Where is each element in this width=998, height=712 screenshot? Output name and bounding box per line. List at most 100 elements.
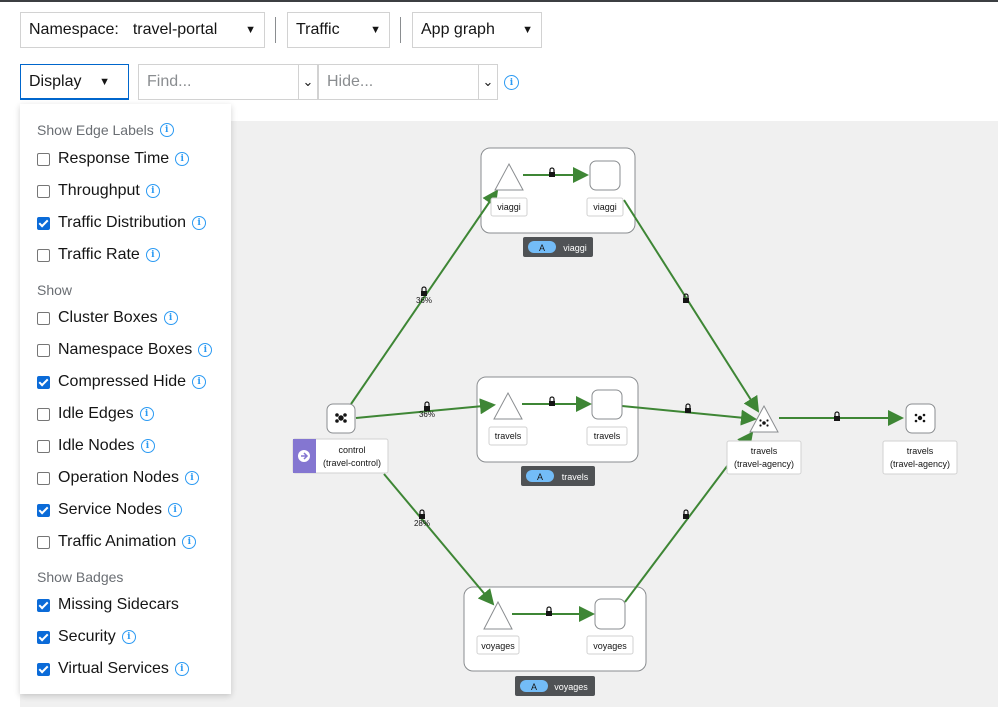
- option-idle-edges[interactable]: Idle Edges i: [37, 405, 154, 423]
- find-placeholder: Find...: [147, 73, 192, 90]
- option-service-nodes[interactable]: Service Nodes i: [37, 501, 183, 519]
- checkbox-checked[interactable]: [37, 630, 50, 644]
- checkbox[interactable]: [37, 184, 50, 198]
- edge-control-voyages: [383, 473, 495, 606]
- travels-node-namespace: (travel-agency): [734, 459, 794, 469]
- checkbox[interactable]: [37, 343, 50, 357]
- edge-viaggi-travels-svc: [623, 199, 760, 413]
- info-icon[interactable]: i: [192, 216, 207, 230]
- info-icon[interactable]: i: [192, 375, 207, 389]
- option-security[interactable]: Security i: [37, 628, 136, 646]
- app-badge: [526, 470, 554, 482]
- info-icon[interactable]: i: [168, 503, 183, 517]
- service-node-viaggi: [589, 160, 621, 191]
- lock-icon: [684, 403, 692, 414]
- info-icon[interactable]: i: [182, 535, 197, 549]
- info-icon[interactable]: i: [175, 152, 190, 166]
- checkbox-checked[interactable]: [37, 503, 50, 517]
- display-dropdown[interactable]: Display ▼: [20, 64, 129, 100]
- edge-label-voyages: 28%: [414, 519, 430, 528]
- caret-down-icon: ▼: [370, 24, 381, 36]
- workload-node-viaggi: [494, 162, 524, 191]
- info-icon[interactable]: i: [145, 248, 160, 262]
- graph-type-dropdown[interactable]: App graph ▼: [412, 12, 542, 48]
- find-chevron-down-icon[interactable]: ⌄: [298, 64, 318, 100]
- service-label-viaggi: viaggi: [593, 202, 617, 212]
- info-icon[interactable]: i: [121, 630, 136, 644]
- app-badge-letter: A: [531, 682, 537, 692]
- service-entry-icon: [914, 413, 926, 423]
- app-name-voyages: voyages: [554, 682, 588, 692]
- edge-control-viaggi: [350, 189, 499, 405]
- control-node-name: control: [338, 445, 365, 455]
- checkbox-checked[interactable]: [37, 598, 50, 612]
- checkbox-checked[interactable]: [37, 216, 50, 230]
- traffic-dropdown[interactable]: Traffic ▼: [287, 12, 390, 48]
- checkbox[interactable]: [37, 248, 50, 262]
- travels-node-name: travels: [751, 446, 778, 456]
- checkbox[interactable]: [37, 311, 50, 325]
- checkbox-checked[interactable]: [37, 662, 50, 676]
- app-name-viaggi: viaggi: [563, 243, 587, 253]
- checkbox[interactable]: [37, 152, 50, 166]
- checkbox-checked[interactable]: [37, 375, 50, 389]
- app-badge: [520, 680, 548, 692]
- lock-icon: [682, 509, 690, 520]
- option-compressed-hide[interactable]: Compressed Hide i: [37, 373, 207, 391]
- info-icon[interactable]: i: [504, 75, 519, 90]
- namespace-label: Namespace:: [29, 21, 119, 38]
- option-traffic-rate[interactable]: Traffic Rate i: [37, 246, 160, 264]
- option-traffic-distribution[interactable]: Traffic Distribution i: [37, 214, 207, 232]
- service-node-voyages: [594, 598, 626, 630]
- app-badge: [528, 241, 556, 253]
- option-virtual-services[interactable]: Virtual Services i: [37, 660, 189, 678]
- option-cluster-boxes[interactable]: Cluster Boxes i: [37, 309, 178, 327]
- info-icon[interactable]: i: [184, 471, 199, 485]
- travels-app-node: [749, 404, 779, 433]
- info-icon[interactable]: i: [174, 662, 189, 676]
- checkbox[interactable]: [37, 471, 50, 485]
- app-badge-letter: A: [539, 243, 545, 253]
- lock-icon: [418, 509, 426, 520]
- checkbox[interactable]: [37, 535, 50, 549]
- info-icon[interactable]: i: [198, 343, 213, 357]
- hide-chevron-down-icon[interactable]: ⌄: [478, 64, 498, 100]
- service-entry-icon: [335, 413, 347, 423]
- display-menu: Show Edge Labels i Response Time i Throu…: [20, 104, 231, 694]
- option-operation-nodes[interactable]: Operation Nodes i: [37, 469, 199, 487]
- lock-icon: [833, 411, 841, 422]
- caret-down-icon: ▼: [522, 24, 533, 36]
- option-idle-nodes[interactable]: Idle Nodes i: [37, 437, 155, 455]
- info-icon[interactable]: i: [139, 407, 154, 421]
- option-namespace-boxes[interactable]: Namespace Boxes i: [37, 341, 213, 359]
- hide-input[interactable]: Hide...: [318, 64, 479, 100]
- hide-placeholder: Hide...: [327, 73, 374, 90]
- caret-down-icon: ▼: [245, 24, 256, 36]
- find-input[interactable]: Find...: [138, 64, 299, 100]
- info-icon[interactable]: i: [145, 184, 160, 198]
- workload-label-viaggi: viaggi: [497, 202, 521, 212]
- info-icon[interactable]: i: [163, 311, 178, 325]
- option-traffic-animation[interactable]: Traffic Animation i: [37, 533, 197, 551]
- option-response-time[interactable]: Response Time i: [37, 150, 190, 168]
- external-travels-label: [882, 440, 958, 475]
- control-node-namespace: (travel-control): [323, 458, 381, 468]
- workload-node-travels: [493, 391, 523, 420]
- option-missing-sidecars[interactable]: Missing Sidecars: [37, 596, 179, 614]
- graph-svg: 36% 36% 28% viaggi viaggi travels travel…: [292, 147, 958, 696]
- workload-label-voyages: voyages: [481, 641, 515, 651]
- option-throughput[interactable]: Throughput i: [37, 182, 160, 200]
- toolbar-divider: [400, 17, 401, 43]
- caret-down-icon: ▼: [99, 75, 110, 88]
- checkbox[interactable]: [37, 439, 50, 453]
- info-icon[interactable]: i: [140, 439, 155, 453]
- service-node-travels: [591, 389, 623, 420]
- service-label-travels: travels: [594, 431, 621, 441]
- edge-label-travels: 36%: [419, 410, 435, 419]
- external-travels-name: travels: [907, 446, 934, 456]
- service-entry-icon: [759, 419, 769, 427]
- checkbox[interactable]: [37, 407, 50, 421]
- toolbar-divider: [275, 17, 276, 43]
- namespace-dropdown[interactable]: Namespace: travel-portal ▼: [20, 12, 265, 48]
- info-icon[interactable]: i: [159, 123, 174, 137]
